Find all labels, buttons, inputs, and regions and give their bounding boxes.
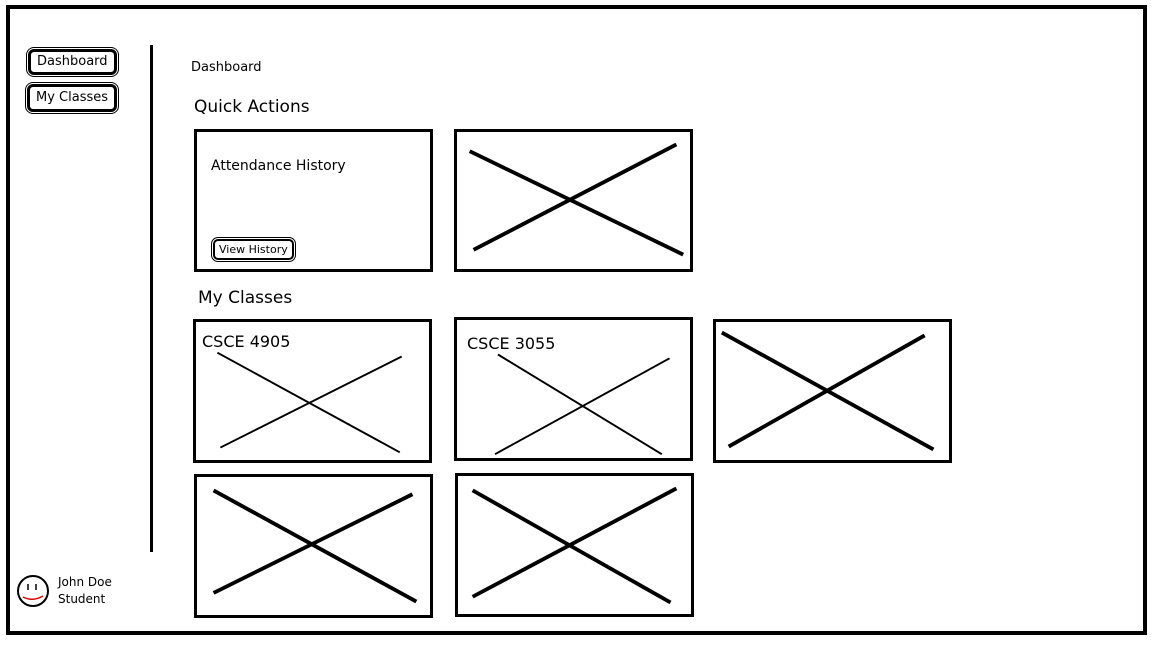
image-placeholder-icon bbox=[212, 488, 418, 604]
class-code: CSCE 4905 bbox=[202, 332, 291, 351]
class-card[interactable]: CSCE 4905 bbox=[193, 319, 432, 463]
user-name: John Doe bbox=[58, 575, 112, 589]
sidebar-divider bbox=[150, 45, 153, 552]
quick-action-placeholder[interactable] bbox=[454, 129, 693, 272]
class-card[interactable]: CSCE 3055 bbox=[454, 317, 693, 461]
sidebar-item-dashboard[interactable]: Dashboard bbox=[28, 49, 117, 75]
class-code: CSCE 3055 bbox=[467, 334, 556, 353]
avatar[interactable] bbox=[16, 574, 50, 608]
image-placeholder-icon bbox=[216, 351, 403, 454]
user-role: Student bbox=[58, 592, 106, 606]
image-placeholder-icon bbox=[471, 486, 678, 605]
class-card-placeholder[interactable] bbox=[713, 319, 952, 463]
app-frame bbox=[6, 5, 1147, 635]
image-placeholder-icon bbox=[468, 142, 685, 257]
my-classes-title: My Classes bbox=[198, 288, 293, 308]
attendance-history-title: Attendance History bbox=[211, 158, 346, 174]
attendance-history-card: Attendance History View History bbox=[194, 129, 433, 272]
image-placeholder-icon bbox=[720, 330, 935, 452]
quick-actions-title: Quick Actions bbox=[194, 97, 310, 117]
sidebar-item-my-classes[interactable]: My Classes bbox=[27, 84, 118, 112]
class-card-placeholder[interactable] bbox=[455, 473, 694, 617]
breadcrumb: Dashboard bbox=[191, 60, 262, 75]
class-card-placeholder[interactable] bbox=[194, 474, 433, 618]
view-history-button[interactable]: View History bbox=[213, 239, 294, 260]
image-placeholder-icon bbox=[494, 353, 671, 456]
